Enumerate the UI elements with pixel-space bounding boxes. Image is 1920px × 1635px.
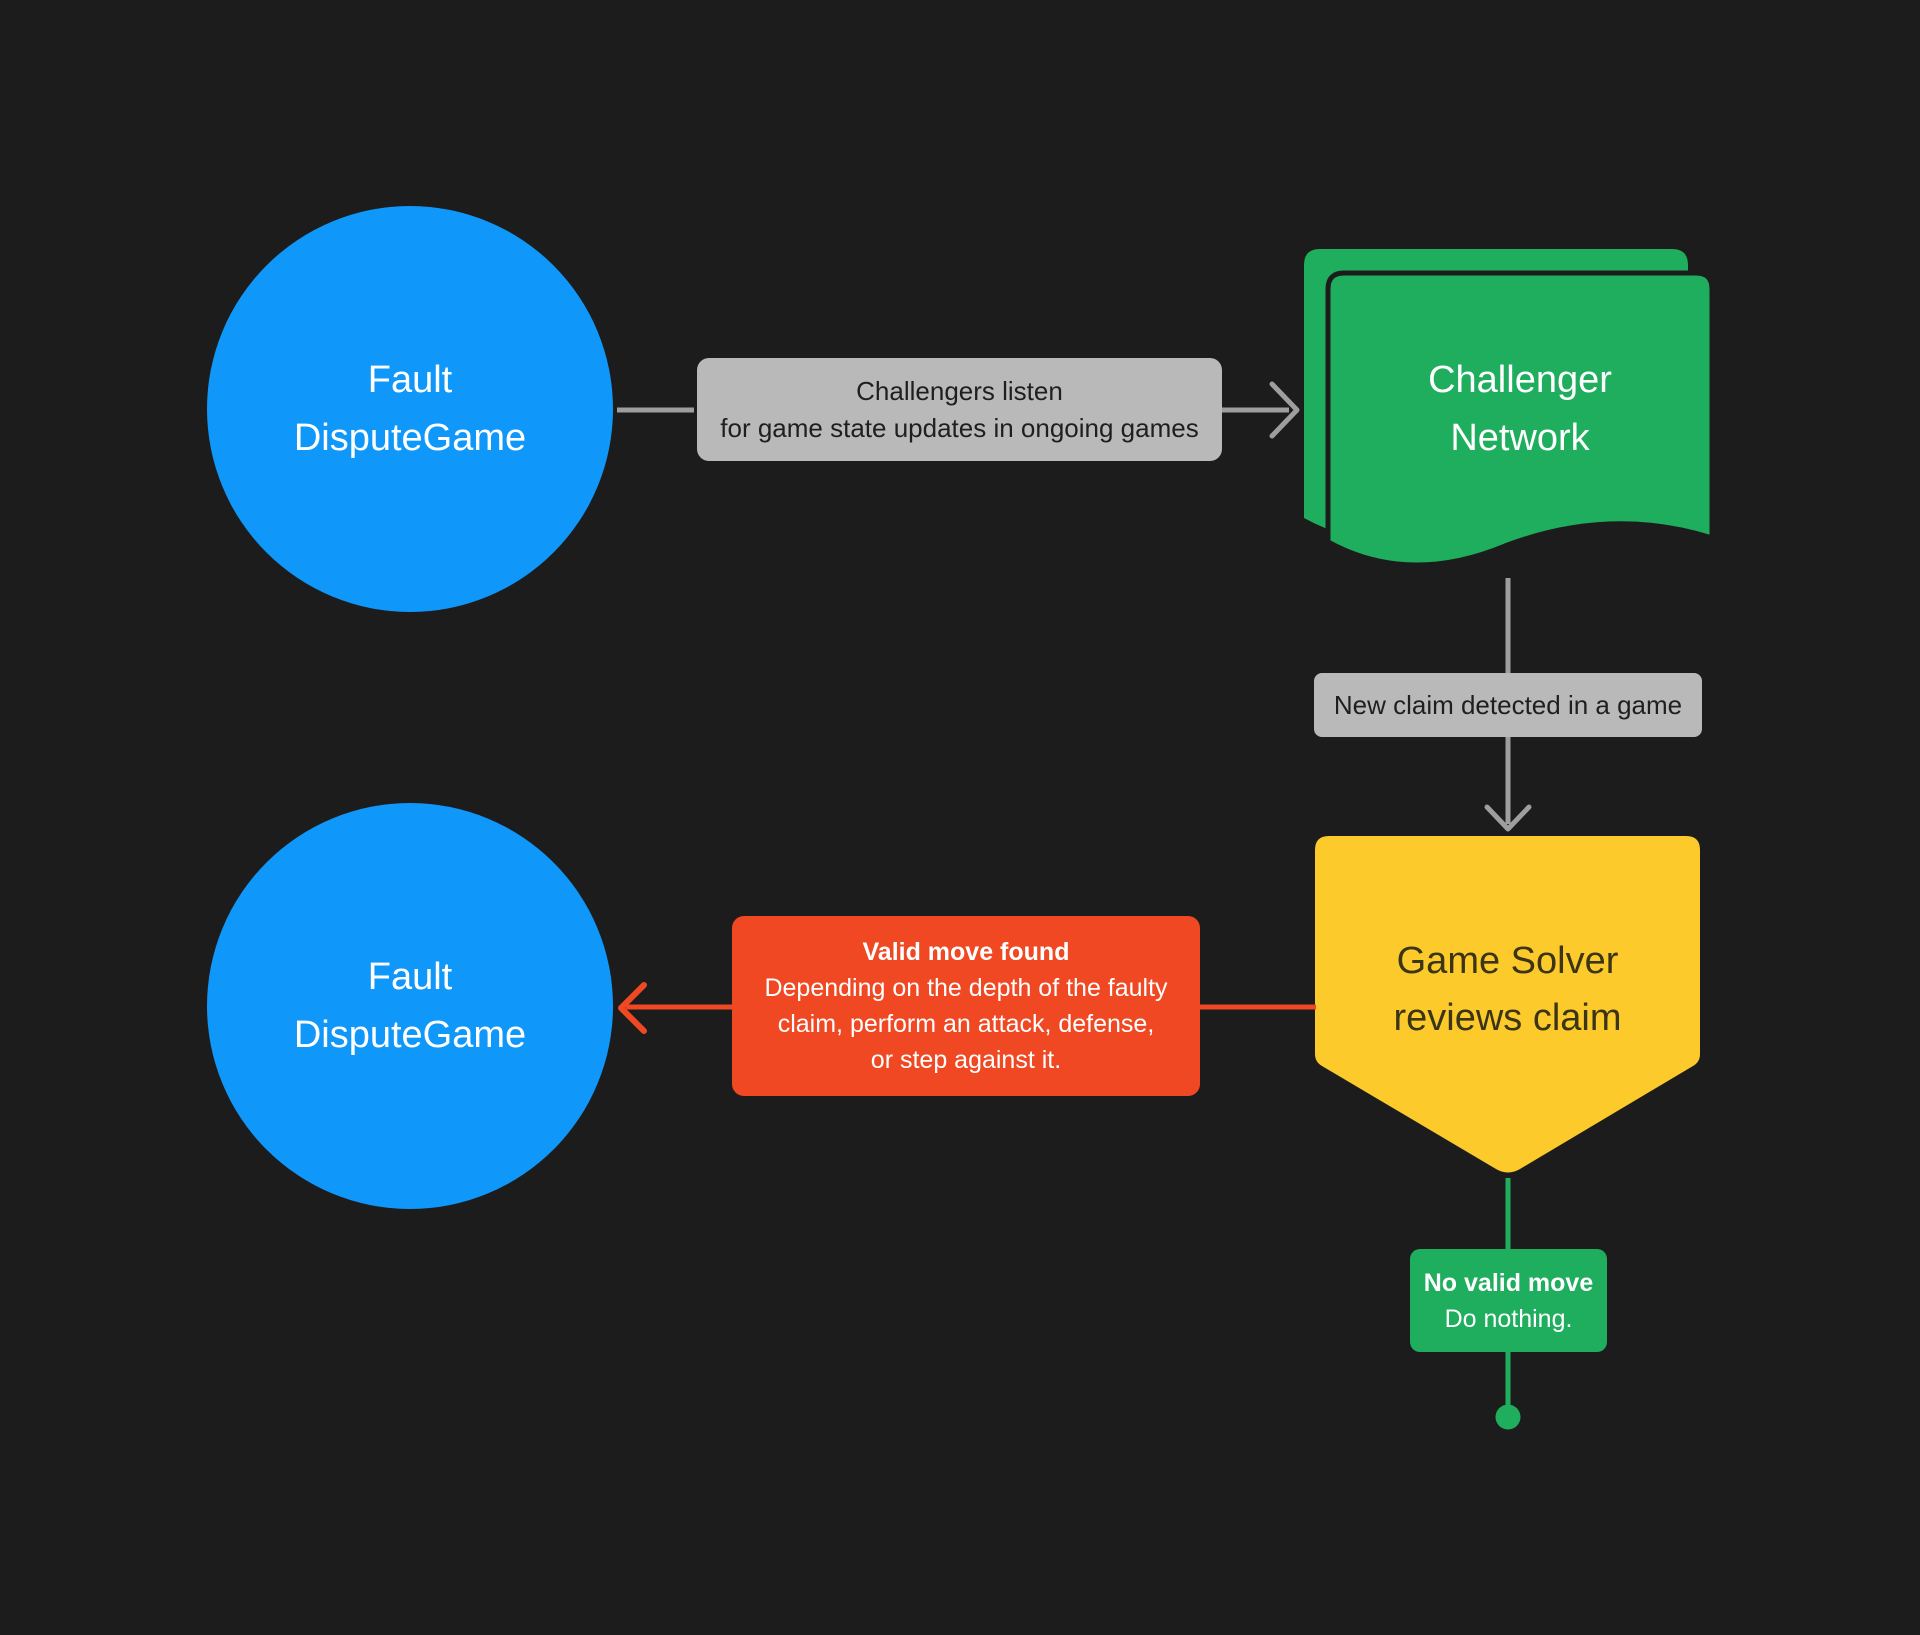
edge-label-challengers-listen: Challengers listen for game state update…: [697, 358, 1222, 461]
challenger-network-shape: [1325, 270, 1715, 568]
edge-label-line: Depending on the depth of the faulty: [764, 974, 1168, 1002]
arrowhead-left-icon: [618, 982, 647, 1034]
edge-label-valid-move-found: Valid move found Depending on the depth …: [732, 916, 1200, 1096]
node-fault-dispute-game-top: Fault DisputeGame: [207, 206, 613, 612]
node-fault-dispute-game-bottom: Fault DisputeGame: [207, 803, 613, 1209]
arrowhead-down-icon: [1484, 804, 1532, 832]
edge-label-line: or step against it.: [870, 1046, 1062, 1074]
node-label-line: DisputeGame: [293, 1014, 527, 1056]
node-label-line: Fault: [367, 359, 453, 401]
edge-label-new-claim: New claim detected in a game: [1314, 673, 1702, 737]
terminal-dot-icon: [1495, 1404, 1521, 1430]
edge-label-title: No valid move: [1423, 1268, 1594, 1297]
game-solver-shape: [1315, 836, 1700, 1173]
node-label-line: Fault: [367, 956, 453, 998]
edge-label-line: New claim detected in a game: [1333, 689, 1683, 720]
node-label-line: DisputeGame: [293, 417, 527, 459]
edge-label-line: Challengers listen: [856, 375, 1063, 406]
edge-label-title: Valid move found: [862, 938, 1070, 966]
edge-label-line: Do nothing.: [1444, 1304, 1573, 1333]
edge-label-line: claim, perform an attack, defense,: [777, 1010, 1155, 1038]
edge-label-no-valid-move: No valid move Do nothing.: [1410, 1249, 1607, 1352]
arrowhead-right-icon: [1269, 381, 1300, 439]
edge-label-line: for game state updates in ongoing games: [720, 412, 1199, 443]
